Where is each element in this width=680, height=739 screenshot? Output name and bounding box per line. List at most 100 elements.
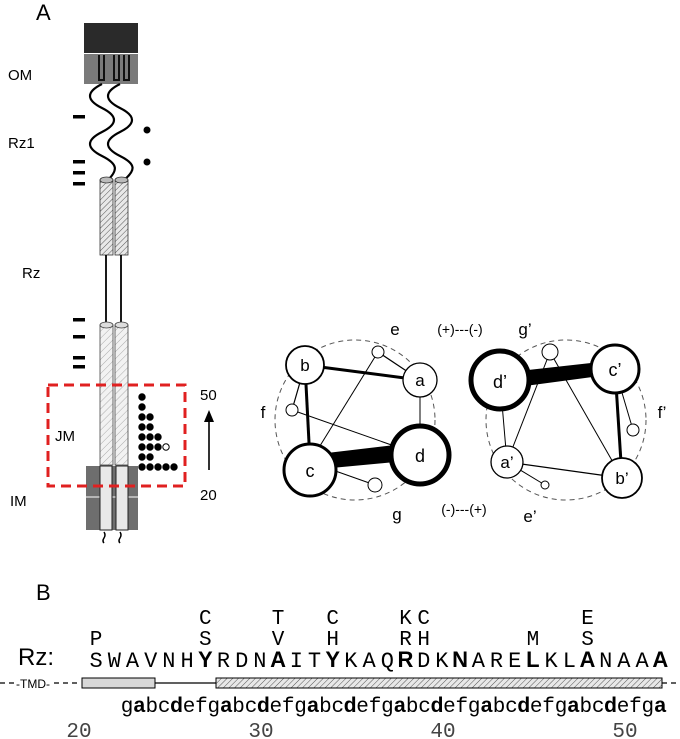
sequence-residue: Y — [198, 647, 213, 672]
heptad-letter: d — [604, 694, 617, 717]
sequence-residue: A — [270, 647, 286, 672]
axis-bottom-label: 20 — [200, 487, 217, 504]
sequence-residue: K — [435, 649, 449, 674]
ruler-tick-label: 30 — [248, 721, 273, 739]
sequence-residue: R — [217, 649, 230, 674]
substitution-residue: T — [272, 608, 285, 631]
sequence-residue: A — [617, 649, 631, 674]
jm-highlight-box — [46, 383, 187, 488]
heptad-letter: f — [369, 696, 382, 719]
tmd-label: -TMD- — [16, 677, 50, 691]
wheel-right-f: f’ — [658, 403, 667, 422]
heptad-letter: b — [145, 696, 158, 719]
heptad-letter: f — [195, 696, 208, 719]
sequence-residue: I — [290, 649, 303, 674]
jm-dot — [138, 433, 146, 441]
heptad-letter: e — [183, 696, 196, 719]
heptad-letter: d — [431, 694, 444, 717]
sequence-residue: L — [526, 647, 539, 672]
heptad-letter: g — [468, 696, 481, 719]
substitution-residue: S — [199, 629, 212, 652]
jm-dot — [146, 423, 154, 431]
jm-dot-grid — [138, 393, 178, 471]
sequence-residue: K — [544, 649, 558, 674]
interaction-bottom: (-)---(+) — [441, 501, 486, 517]
wheel-left-c: c — [306, 461, 315, 481]
heptad-letter: g — [207, 696, 220, 719]
jm-dot — [162, 443, 170, 451]
rz-tick-marks — [73, 318, 85, 369]
heptad-letter: e — [530, 696, 543, 719]
sequence-residue: N — [452, 647, 468, 672]
substitution-residue: S — [581, 629, 594, 652]
heptad-letter: c — [245, 696, 258, 719]
jm-dot — [138, 413, 146, 421]
heptad-letter: c — [331, 696, 344, 719]
substitution-residue: E — [581, 608, 594, 631]
substitution-residue: P — [90, 629, 103, 652]
wheel-right-d: d’ — [493, 372, 507, 392]
wheel-right-a: a’ — [500, 453, 513, 472]
wheel-left-b: b — [300, 356, 309, 375]
jm-dot — [138, 393, 146, 401]
heptad-letter: a — [568, 694, 580, 717]
heptad-letter: e — [617, 696, 630, 719]
heptad-letter: a — [654, 694, 666, 717]
rz-lower-helices — [99, 321, 129, 466]
sequence-residue: A — [362, 649, 376, 674]
jm-dot — [138, 443, 146, 451]
sequence-residue: H — [180, 649, 193, 674]
heptad-letter: b — [232, 696, 245, 719]
sequence-residue: S — [89, 649, 102, 674]
sequence-residue: W — [108, 649, 122, 674]
sequence-residue: R — [398, 647, 414, 672]
sequence-residue: D — [235, 649, 248, 674]
substitution-residue: M — [527, 629, 540, 652]
heptad-letter: f — [455, 696, 468, 719]
sequence-residue: T — [308, 649, 321, 674]
heptad-letter: d — [257, 694, 270, 717]
om-label: OM — [8, 67, 32, 84]
sequence-residue: K — [344, 649, 358, 674]
jm-dot — [138, 423, 146, 431]
substitution-residue: C — [199, 608, 212, 631]
residue-axis — [204, 410, 214, 470]
rz1-label: Rz1 — [8, 135, 35, 152]
sequence-residue: E — [508, 649, 521, 674]
heptad-letter: g — [121, 696, 134, 719]
sequence-residue: A — [635, 649, 649, 674]
wheel-right-g: g’ — [518, 320, 531, 339]
interaction-top: (+)---(-) — [437, 321, 482, 337]
sequence-residue: R — [490, 649, 503, 674]
substitution-residue: C — [326, 608, 339, 631]
sequence-residue: A — [580, 647, 596, 672]
substitution-residue: K — [399, 608, 412, 631]
sequence-residue: A — [472, 649, 486, 674]
heptad-letter: e — [269, 696, 282, 719]
heptad-letter: b — [493, 696, 506, 719]
jm-dot — [146, 453, 154, 461]
im-label: IM — [10, 493, 27, 510]
wheel-right-e: e’ — [523, 507, 536, 526]
sequence-residue: N — [162, 649, 175, 674]
ruler-tick-label: 20 — [66, 721, 91, 739]
wheel-left-f: f — [261, 403, 266, 422]
sequence-residue: V — [144, 649, 158, 674]
inner-membrane — [86, 465, 138, 544]
jm-dot — [138, 403, 146, 411]
heptad-letter: a — [481, 694, 493, 717]
sequence-residue: N — [253, 649, 266, 674]
heptad-letter: a — [307, 694, 319, 717]
jm-dot — [138, 463, 146, 471]
rz-label: Rz — [22, 265, 40, 282]
substitution-residue: H — [417, 629, 430, 652]
heptad-letter: e — [443, 696, 456, 719]
rz1-tick-marks — [73, 115, 85, 186]
substitution-residue: C — [417, 608, 430, 631]
helical-wheel-right: a’ b’ c’ d’ e’ f’ g’ — [468, 320, 667, 526]
sequence-residue: A — [652, 647, 668, 672]
axis-top-label: 50 — [200, 387, 217, 404]
